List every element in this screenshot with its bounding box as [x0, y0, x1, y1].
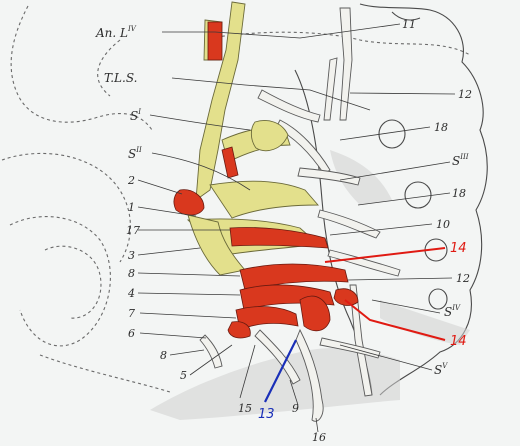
label-14a: 14 — [450, 241, 467, 256]
vessel-6-root — [227, 321, 251, 339]
foramen-4 — [428, 288, 448, 310]
lumbosacral-trunk — [195, 1, 246, 201]
label-18b: 18 — [452, 187, 466, 200]
label-18a: 18 — [434, 121, 448, 134]
vessel-14a-branch — [229, 227, 329, 249]
label-s5: SV — [434, 362, 448, 377]
label-14b: 14 — [450, 334, 467, 349]
sacrum-right-edge — [359, 3, 488, 396]
label-9: 9 — [292, 402, 299, 415]
labels: An. LIV T.L.S. SI SII 2 1 17 3 8 4 7 6 8… — [95, 18, 472, 444]
red-pointer-14a — [324, 247, 446, 263]
branch-16 — [295, 328, 324, 422]
label-7: 7 — [128, 307, 135, 320]
label-s1: SI — [130, 108, 141, 123]
branch-11 — [339, 7, 353, 121]
vessel-deep — [299, 295, 331, 332]
label-1: 1 — [128, 201, 135, 214]
label-16: 16 — [312, 431, 326, 444]
vessel-s1 — [221, 146, 239, 179]
foramen-2 — [404, 181, 432, 209]
label-8a: 8 — [128, 267, 135, 280]
red-pointer-14b — [344, 299, 446, 341]
label-2: 2 — [127, 174, 135, 187]
branch-6 — [199, 334, 223, 369]
branch-12a — [323, 57, 338, 121]
label-s2: SII — [128, 146, 142, 161]
branch-upper — [257, 89, 321, 123]
small-left-contour — [97, 39, 121, 97]
label-13: 13 — [258, 407, 275, 422]
vessels — [173, 21, 359, 339]
mid-shading — [330, 150, 392, 205]
label-s3: SIII — [452, 153, 469, 168]
left-inner-contour — [44, 245, 102, 319]
branch-s3 — [297, 167, 361, 186]
label-12b: 12 — [456, 272, 470, 285]
vessel-4 — [239, 284, 335, 311]
label-12a: 12 — [458, 88, 472, 101]
left-ala-contour — [9, 216, 111, 347]
label-4: 4 — [127, 287, 135, 300]
blue-pointer-13 — [264, 339, 297, 403]
label-6: 6 — [128, 327, 135, 340]
bone-outlines — [1, 5, 471, 393]
upper-left-contour — [10, 5, 153, 131]
label-15: 15 — [238, 402, 252, 415]
highlight-lines — [264, 247, 446, 403]
vessel-7 — [235, 306, 299, 331]
vessel-2 — [173, 189, 205, 216]
vessel-top-stub — [207, 21, 223, 61]
label-11: 11 — [402, 18, 416, 31]
s2-root — [209, 180, 319, 219]
branch-9 — [254, 329, 301, 385]
label-5: 5 — [180, 369, 187, 382]
label-tls: T.L.S. — [104, 71, 137, 85]
top-contour — [209, 31, 471, 56]
branch-s4 — [349, 284, 373, 397]
label-3: 3 — [128, 249, 135, 262]
lower-left-contour — [39, 354, 171, 393]
label-an-l: An. LIV — [95, 25, 137, 40]
label-s4: SIV — [444, 304, 461, 319]
vessel-14b-node — [333, 288, 359, 306]
label-17: 17 — [126, 224, 140, 237]
sacrum-top-notch — [391, 11, 421, 21]
label-8b: 8 — [160, 349, 167, 362]
s1-ganglion — [250, 120, 289, 152]
label-10: 10 — [436, 218, 450, 231]
leader-lines — [137, 23, 456, 433]
right-shading — [380, 300, 470, 345]
